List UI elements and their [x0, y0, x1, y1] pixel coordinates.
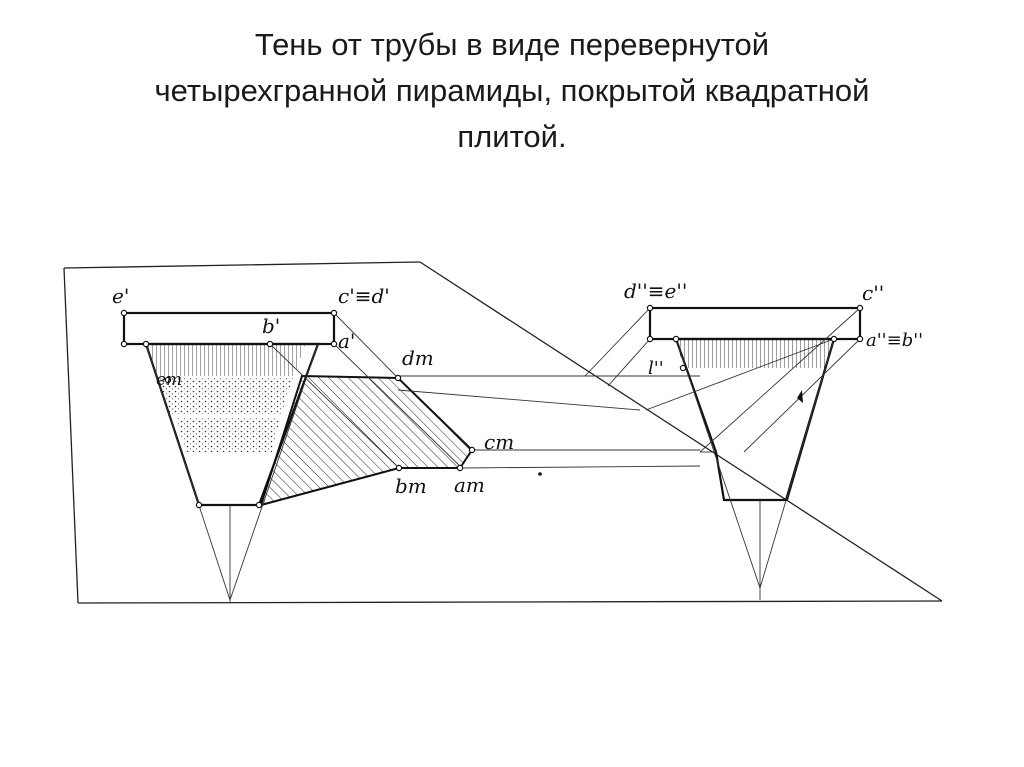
title-line-3: плитой. [457, 119, 567, 154]
diagonal-frame-line [419, 261, 943, 602]
side-slab [648, 306, 862, 341]
front-construction-lines [145, 312, 701, 602]
stray-dot [538, 472, 542, 476]
front-pyramid-shaded-top [146, 344, 305, 376]
slide-title: Тень от трубы в виде перевернутой четыре… [40, 22, 984, 160]
label-b-front: b' [262, 314, 280, 338]
label-a-front: a' [338, 329, 355, 353]
front-cast-shadow [259, 374, 474, 507]
front-pyramid-dotted-band [156, 378, 293, 414]
front-slab [122, 311, 336, 346]
label-e-front: e' [112, 284, 129, 308]
left-frame-line [63, 267, 79, 604]
top-frame-line [63, 261, 421, 269]
bottom-frame-line [77, 600, 943, 604]
label-b-shadow: bт [395, 474, 427, 498]
title-line-2: четырехгранной пирамиды, покрытой квадра… [154, 73, 870, 108]
label-d-shadow: dт [402, 346, 434, 370]
label-c-side: c'' [862, 281, 884, 305]
side-arrow-icon [797, 390, 803, 403]
label-de-side: d''≡e'' [624, 279, 687, 303]
label-c-shadow: cт [484, 430, 514, 454]
label-l-side: l'' [648, 358, 664, 379]
label-ab-side: a''≡b'' [866, 330, 923, 351]
side-pyramid-shaded-top [676, 339, 834, 368]
side-vertices [646, 304, 864, 372]
front-vertices [120, 309, 476, 509]
label-e-shadow: eт [156, 370, 182, 390]
front-pyramid-dotted-band-2 [176, 418, 280, 452]
title-line-1: Тень от трубы в виде перевернутой [254, 27, 770, 62]
frame-lines [63, 261, 943, 604]
label-cd-front: c'≡d' [338, 284, 390, 308]
label-a-shadow: aт [454, 473, 485, 497]
side-pyramid-outline [674, 337, 836, 502]
side-construction-lines [584, 307, 861, 600]
